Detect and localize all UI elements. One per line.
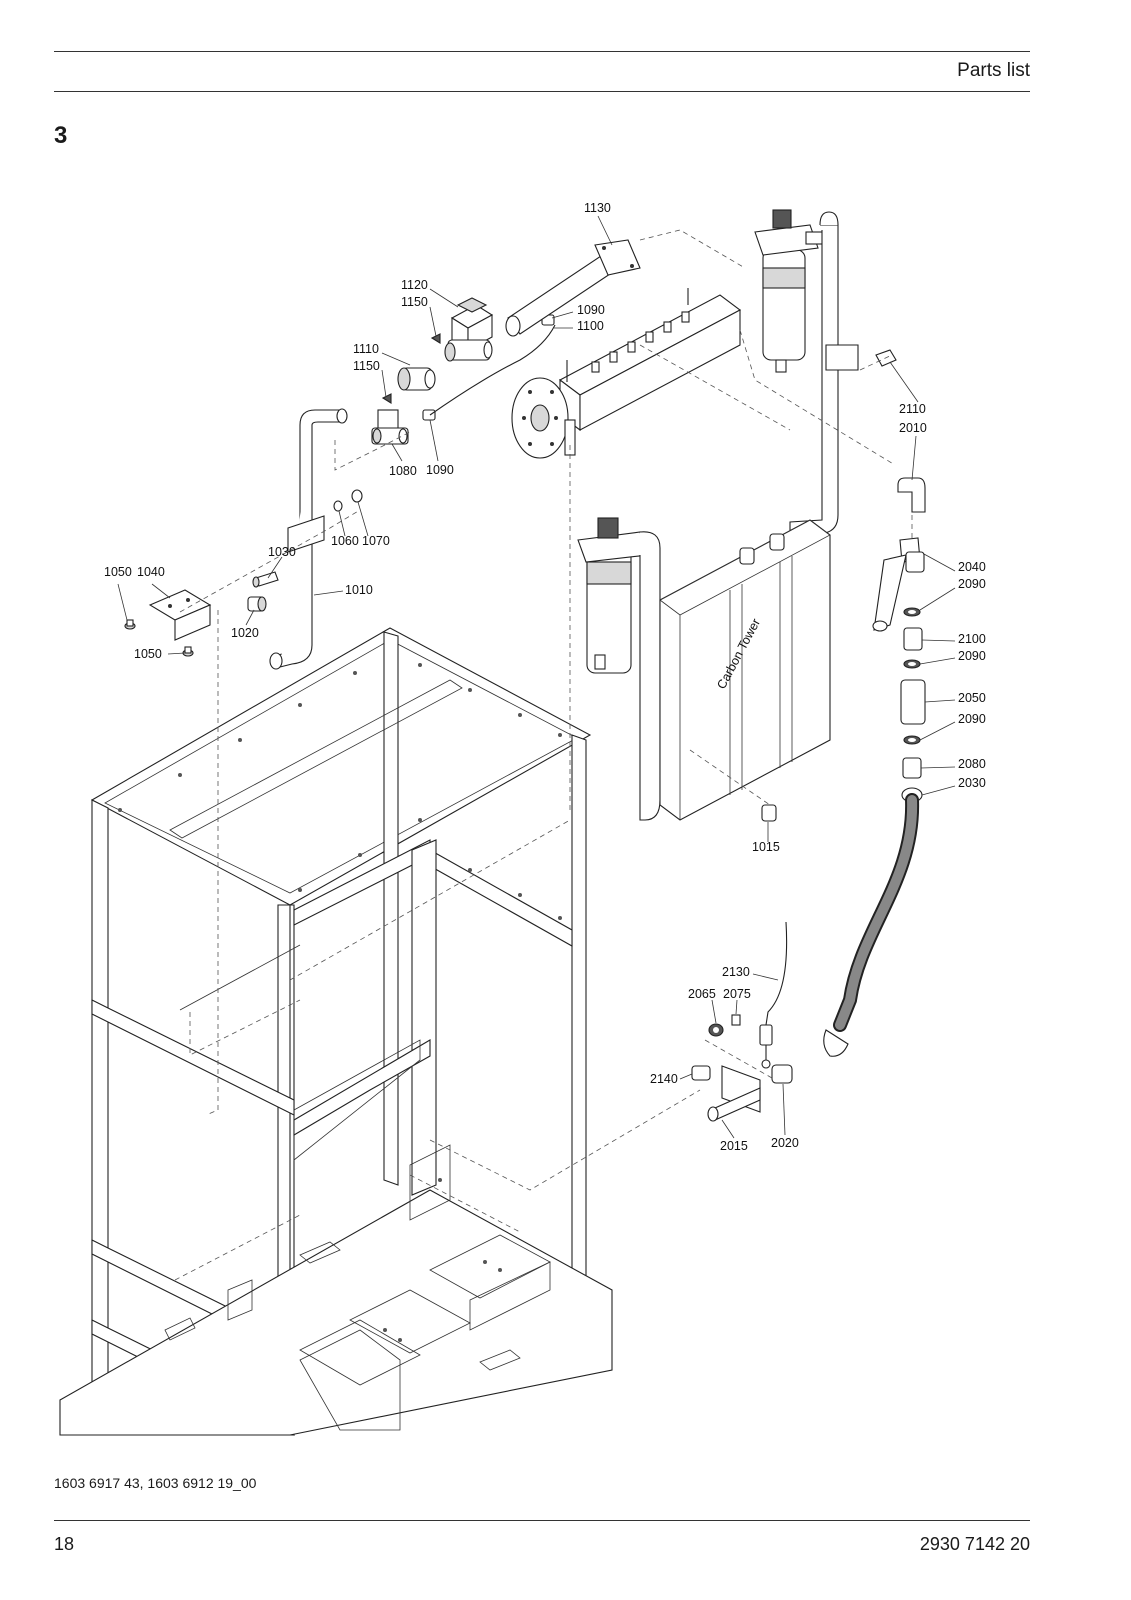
document-number: 2930 7142 20 (919, 1534, 1030, 1554)
bracket-1040 (148, 589, 212, 641)
leader-lines (117, 215, 956, 1139)
callout-2065: 2065 (688, 987, 716, 1001)
vertical-pipe (789, 211, 859, 536)
callout-labels: 1130 1120 1150 1090 1100 1110 1150 1080 … (104, 201, 986, 1153)
callout-2140: 2140 (650, 1072, 678, 1086)
tube-1100 (429, 324, 556, 416)
fitting-1020 (247, 596, 267, 612)
washer-2090-a (903, 607, 921, 617)
section-number: 3 (54, 122, 68, 149)
callout-2090: 2090 (958, 577, 986, 591)
assembly-lines (174, 229, 913, 1281)
callout-1120: 1120 (401, 278, 428, 292)
callout-2030: 2030 (958, 776, 986, 790)
pin-1030 (252, 571, 279, 588)
fitting-1090-lower (422, 409, 436, 421)
callout-1010: 1010 (345, 583, 373, 597)
callout-2090: 2090 (958, 712, 986, 726)
nut-1070 (351, 489, 363, 503)
callout-1060: 1060 (331, 534, 359, 548)
callout-1090: 1090 (426, 463, 454, 477)
callout-2080: 2080 (958, 757, 986, 771)
filter-middle (577, 517, 661, 821)
silencer-1130 (505, 239, 641, 337)
callout-2100: 2100 (958, 632, 986, 646)
hose-2030 (823, 787, 923, 1057)
valve-1080 (371, 409, 409, 445)
callout-1020: 1020 (231, 626, 259, 640)
callout-2090: 2090 (958, 649, 986, 663)
callout-1130: 1130 (584, 201, 611, 215)
header-rule-top (54, 51, 1030, 52)
seal-1150-lower (381, 393, 392, 404)
frame-assembly (59, 627, 613, 1436)
callout-1150: 1150 (401, 295, 428, 309)
plug-1015 (761, 804, 777, 822)
washer-1060 (333, 500, 343, 512)
footer-rule (54, 1520, 1030, 1521)
callout-2040: 2040 (958, 560, 986, 574)
header-rule-bottom (54, 91, 1030, 92)
callout-1070: 1070 (362, 534, 390, 548)
callout-1150: 1150 (353, 359, 380, 373)
callout-2130: 2130 (722, 965, 750, 979)
bracket-2015 (707, 1065, 761, 1122)
filter-upper (754, 209, 829, 373)
nipple-2080 (902, 757, 922, 779)
page-number: 18 (54, 1534, 75, 1554)
callout-2110: 2110 (899, 402, 926, 416)
callout-2010: 2010 (899, 421, 927, 435)
callout-1050: 1050 (104, 565, 132, 579)
pipe-1010 (269, 408, 348, 670)
fitting-2020 (771, 1064, 793, 1084)
sleeve-2050 (900, 679, 926, 725)
fitting-2140 (691, 1065, 711, 1081)
carbon-tower: Carbon Tower (659, 519, 831, 821)
wire-2130 (759, 921, 788, 1069)
callout-1090: 1090 (577, 303, 605, 317)
callout-1050: 1050 (134, 647, 162, 661)
drawing-reference: 1603 6917 43, 1603 6912 19_00 (54, 1475, 257, 1491)
callout-2075: 2075 (723, 987, 751, 1001)
callout-1015: 1015 (752, 840, 780, 854)
solenoid-valve-1120 (444, 297, 494, 362)
valve-2040 (872, 537, 925, 632)
callout-1100: 1100 (577, 319, 604, 333)
washer-2090-b (903, 659, 921, 669)
elbow-2010 (897, 477, 926, 513)
washer-2065 (708, 1023, 724, 1037)
manifold (511, 288, 742, 459)
callout-1080: 1080 (389, 464, 417, 478)
callout-1030: 1030 (268, 545, 296, 559)
callout-2015: 2015 (720, 1139, 748, 1153)
screw-1050 (124, 619, 194, 657)
nipple-2100 (903, 627, 923, 651)
washer-2090-c (903, 735, 921, 745)
header-title: Parts list (957, 60, 1030, 81)
fitting-1110 (397, 367, 436, 391)
callout-2020: 2020 (771, 1136, 799, 1150)
callout-2050: 2050 (958, 691, 986, 705)
callout-1040: 1040 (137, 565, 165, 579)
screw-2075 (731, 1014, 741, 1026)
callout-1110: 1110 (353, 342, 379, 356)
